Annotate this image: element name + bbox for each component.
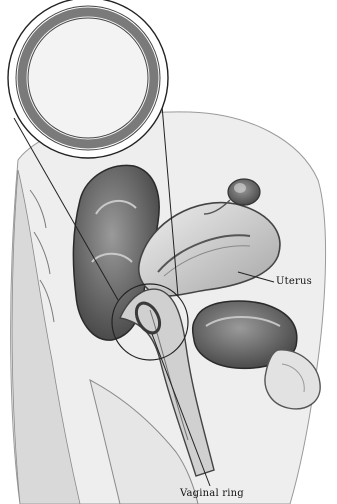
uterus-label: Uterus (276, 276, 312, 287)
vaginal-ring-label: Vaginal ring (180, 488, 244, 499)
ring-closeup-icon (8, 0, 168, 158)
